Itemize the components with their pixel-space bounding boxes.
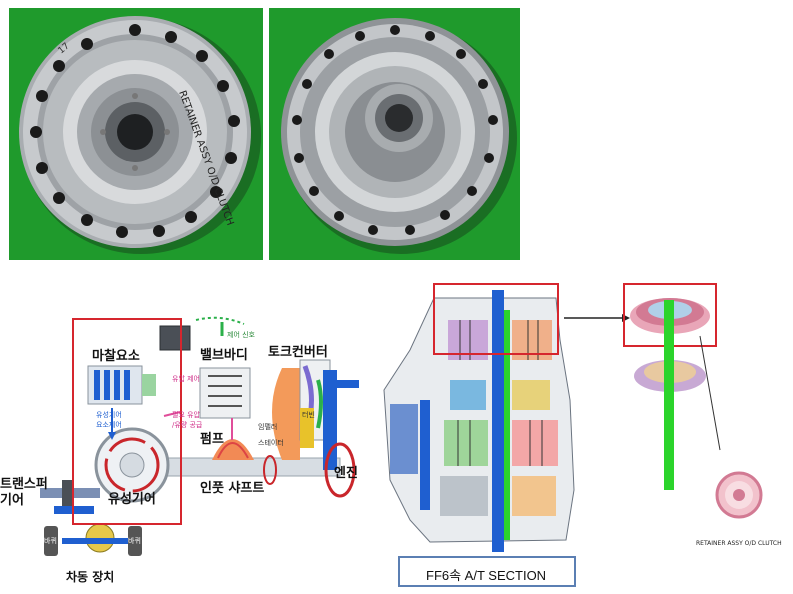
valve-body-label: 밸브바디 xyxy=(200,348,248,363)
turbine-label: 터빈 xyxy=(302,411,315,419)
section-caption-box: FF6속 A/T SECTION xyxy=(398,556,576,587)
power-flow-diagram xyxy=(40,316,359,556)
clutch-exploded-view xyxy=(623,283,721,490)
differential-label: 차동 장치 xyxy=(66,570,115,584)
transmission-section-drawing xyxy=(370,280,590,558)
hydraulic-control-label: 유압 제어 xyxy=(172,375,200,383)
photo-retainer-front: RETAINER ASSY O/D CLUTCH 17 xyxy=(9,8,263,260)
engine-label: 엔진 xyxy=(334,466,358,481)
wheel-right-label: 바퀴 xyxy=(128,537,141,545)
pump-label: 펌프 xyxy=(200,432,224,447)
supply-label: 필요 유압 /유량 공급 xyxy=(172,411,203,429)
impeller-label: 임펠러 xyxy=(258,423,278,431)
control-signal-label: 제어 신호 xyxy=(227,331,255,339)
transfer-gear-label: 트랜스퍼 기어 xyxy=(0,477,48,508)
torque-converter-label: 토크컨버터 xyxy=(268,345,328,360)
planetary-control-label: 유성기어 요소제어 xyxy=(96,411,122,429)
retainer-part-label: RETAINER ASSY O/D CLUTCH xyxy=(696,540,782,547)
wheel-left-label: 바퀴 xyxy=(44,537,57,545)
retainer-part-icon xyxy=(715,471,763,519)
input-shaft-label: 인풋 샤프트 xyxy=(200,481,265,496)
planetary-gear-label: 유성기어 xyxy=(108,492,156,507)
friction-element-label: 마찰요소 xyxy=(92,349,140,364)
section-caption: FF6속 A/T SECTION xyxy=(426,568,547,583)
stator-label: 스테이터 xyxy=(258,439,284,447)
photo-retainer-back xyxy=(269,8,520,260)
